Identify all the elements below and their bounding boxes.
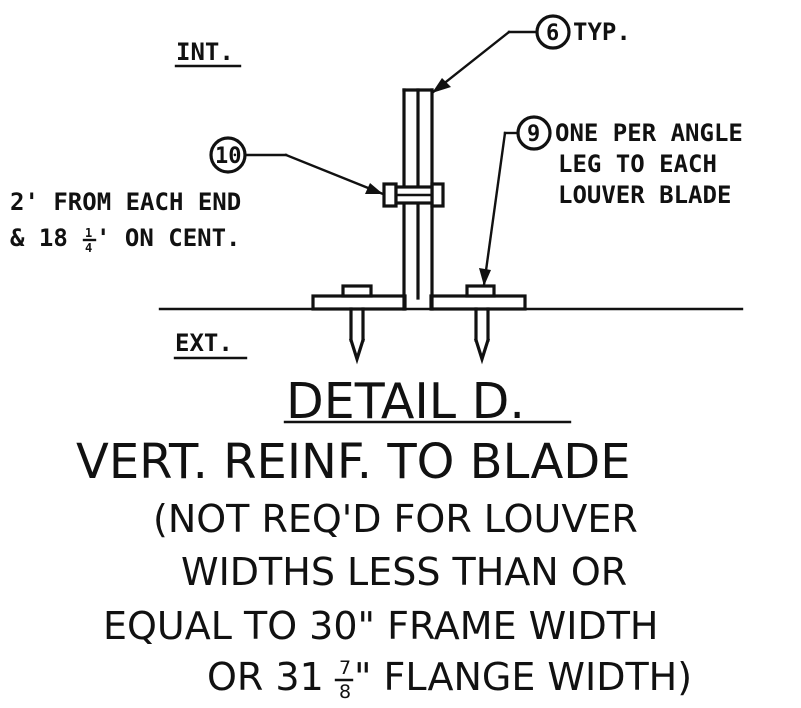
detail-note-line-3: EQUAL TO 30" FRAME WIDTH bbox=[103, 604, 659, 648]
callout-10-note-line-2-suffix: ' ON CENT. bbox=[96, 224, 241, 252]
callout-6-number: 6 bbox=[546, 21, 559, 46]
callout-10-note-line-1: 2' FROM EACH END bbox=[10, 188, 241, 216]
leader-10-diagonal bbox=[284, 153, 385, 196]
detail-note-line-4-frac-num: 7 bbox=[339, 657, 351, 679]
exterior-label: EXT. bbox=[175, 329, 233, 357]
bolt-head-left bbox=[382, 182, 398, 208]
leader-10-arrowhead bbox=[365, 183, 383, 194]
callout-6-note: TYP. bbox=[573, 18, 631, 46]
interior-label: INT. bbox=[176, 38, 234, 66]
callout-9-number: 9 bbox=[527, 122, 540, 147]
detail-title: DETAIL D. bbox=[286, 373, 525, 430]
right-screw-head bbox=[465, 284, 496, 298]
right-screw-tip bbox=[473, 337, 491, 365]
detail-note-line-4-frac-den: 8 bbox=[339, 681, 351, 703]
leader-9-arrowhead bbox=[479, 268, 491, 286]
callout-10-number: 10 bbox=[215, 144, 242, 169]
callout-9-note-line-1: ONE PER ANGLE bbox=[555, 119, 743, 147]
right-flange-plate bbox=[429, 294, 527, 311]
callout-10-note-line-2-frac-den: 4 bbox=[85, 241, 92, 255]
bolt-head-right bbox=[430, 182, 445, 208]
leader-9-diagonal bbox=[482, 131, 507, 287]
detail-note-line-1: (NOT REQ'D FOR LOUVER bbox=[153, 497, 638, 541]
left-flange-plate bbox=[311, 294, 407, 311]
callout-10-note-line-2-prefix: & 18 bbox=[10, 224, 68, 252]
callout-10-note-line-2-frac-num: 1 bbox=[85, 226, 92, 240]
callout-9-note-line-3: LOUVER BLADE bbox=[558, 181, 731, 209]
detail-note-line-2: WIDTHS LESS THAN OR bbox=[181, 550, 627, 594]
left-screw-tip bbox=[348, 337, 366, 365]
leader-6-arrowhead bbox=[432, 78, 451, 93]
left-screw-head bbox=[341, 284, 373, 298]
detail-note-line-4-suffix: " FLANGE WIDTH) bbox=[354, 655, 692, 699]
detail-subtitle: VERT. REINF. TO BLADE bbox=[76, 434, 631, 490]
callout-9-note-line-2: LEG TO EACH bbox=[558, 150, 717, 178]
detail-note-line-4-prefix: OR 31 bbox=[207, 655, 324, 699]
